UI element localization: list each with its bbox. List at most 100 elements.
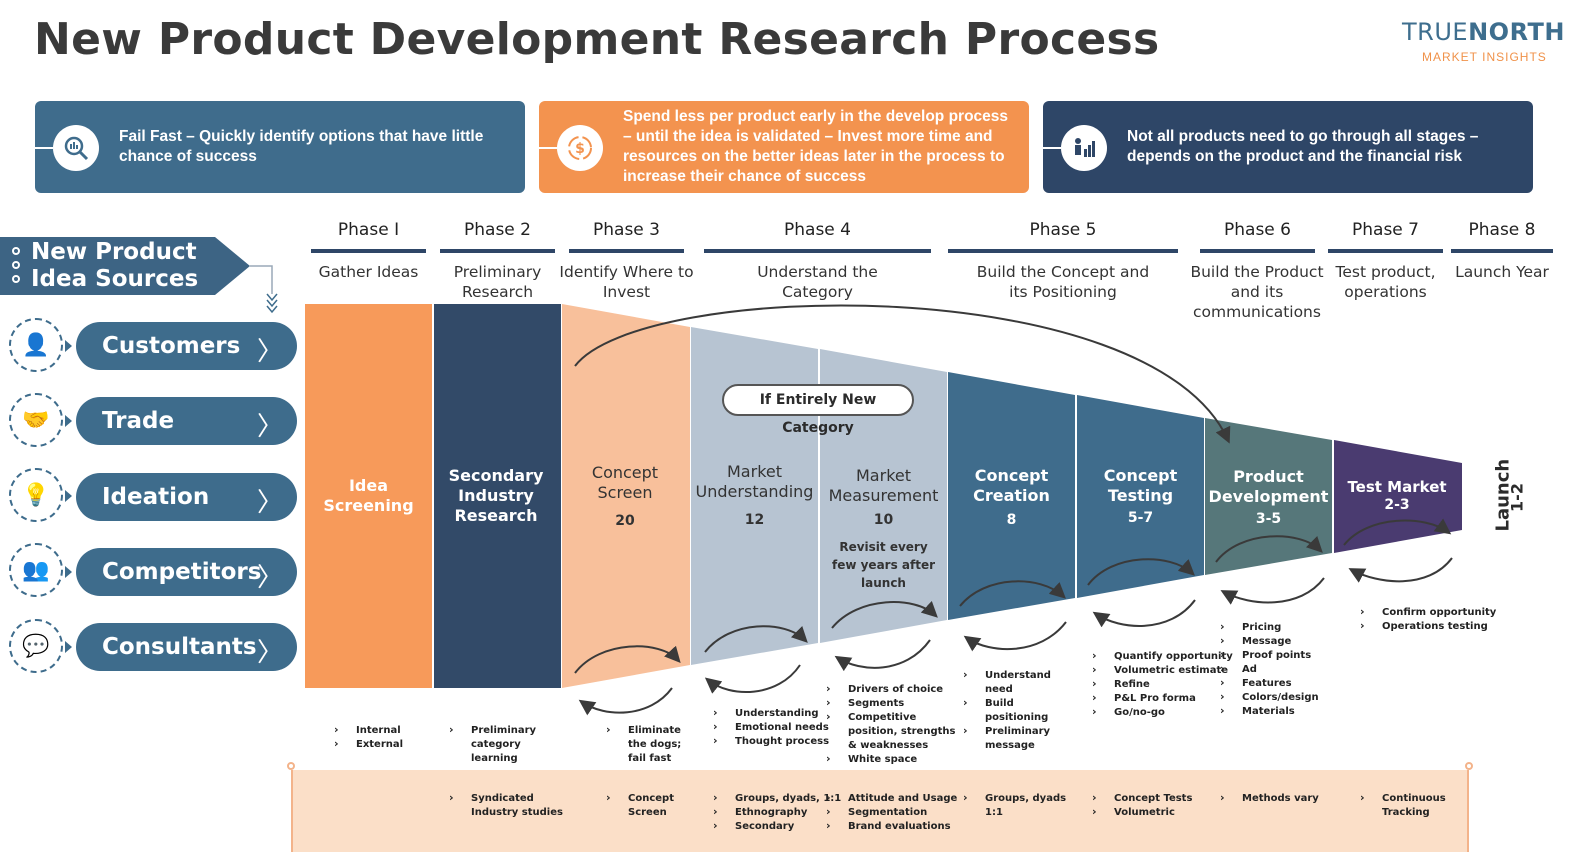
list-item: Volumetric xyxy=(1092,805,1192,820)
people-group-icon: 👥 xyxy=(9,543,63,597)
list-item: Emotional needs xyxy=(713,720,829,735)
source-label: Trade xyxy=(102,408,175,434)
stage-count: 10 xyxy=(873,512,894,528)
list-item: position, strengths xyxy=(848,726,956,737)
logo-subtitle: MARKET INSIGHTS xyxy=(1422,50,1547,64)
banner-spend-less: $ Spend less per product early in the de… xyxy=(539,101,1029,193)
list-item: Industry studies xyxy=(471,807,563,818)
list-item: White space xyxy=(826,752,955,767)
phase-divider xyxy=(948,249,1178,253)
list-item: learning xyxy=(471,753,518,764)
source-consultants[interactable]: Consultants〉 xyxy=(76,623,297,671)
consultant-icon: 💬 xyxy=(9,619,63,673)
phase-7-label: Phase 7 xyxy=(1352,220,1419,240)
stage-concept-testing xyxy=(1077,395,1204,598)
stage-name: Test Market xyxy=(1347,478,1447,496)
handshake-icon: 🤝 xyxy=(9,393,63,447)
phase-6-label: Phase 6 xyxy=(1224,220,1291,240)
methods-list-5: Attitude and Usage Segmentation Brand ev… xyxy=(826,791,957,834)
methods-list-2: Syndicated Industry studies xyxy=(449,791,563,820)
logo-part1: TRUE xyxy=(1402,18,1469,46)
objectives-list-8: Pricing Message Proof points Ad Features… xyxy=(1220,620,1319,719)
methods-list-3: Concept Screen xyxy=(606,791,674,820)
phase-5-desc: Build the Concept and its Positioning xyxy=(976,263,1150,301)
source-ideation[interactable]: Ideation〉 xyxy=(76,473,297,521)
lightbulb-gear-icon: 💡 xyxy=(9,468,63,522)
bullet-icon xyxy=(12,275,20,283)
list-item: Build xyxy=(963,696,1051,711)
objectives-list-3: Eliminate the dogs; fail fast xyxy=(606,723,681,766)
stage-count: 12 xyxy=(744,512,765,528)
source-competitors[interactable]: Competitors〉 xyxy=(76,548,297,596)
stage-label: Secondary Industry Research xyxy=(440,466,552,526)
stage-name: Secondary Industry Research xyxy=(448,466,544,525)
chevron-right-icon: 〉 xyxy=(256,412,283,442)
launch-count: 1-2 xyxy=(1507,483,1527,512)
source-trade[interactable]: Trade 〉 xyxy=(76,397,297,445)
heading-line2: Idea Sources xyxy=(31,266,199,292)
list-item: Screen xyxy=(628,807,667,818)
source-customers[interactable]: Customers 〉 xyxy=(76,322,297,370)
methods-list-4: Groups, dyads, 1:1 Ethnography Secondary xyxy=(713,791,841,834)
stage-count: 3-5 xyxy=(1255,511,1282,527)
list-item: fail fast xyxy=(628,753,672,764)
launch-label: Launch 1-2 xyxy=(1478,459,1530,532)
list-item: Continuous xyxy=(1360,791,1446,806)
list-item: Attitude and Usage xyxy=(826,791,957,806)
pointer-icon xyxy=(65,641,72,653)
objectives-list-7: Quantify opportunity Volumetric estimate… xyxy=(1092,649,1233,720)
list-item: message xyxy=(985,740,1035,751)
phase-5-label: Phase 5 xyxy=(1029,220,1097,240)
phase-2-desc: Preliminary Research xyxy=(453,263,542,301)
chevron-right-icon: 〉 xyxy=(256,638,283,668)
stage-name: Concept Testing xyxy=(1103,466,1178,505)
list-item: Tracking xyxy=(1382,807,1430,818)
stage-count: 5-7 xyxy=(1127,510,1154,526)
band-border xyxy=(1467,770,1469,852)
stage-idea-screening xyxy=(305,304,432,688)
chevron-right-icon: 〉 xyxy=(256,337,283,367)
list-item: Understanding xyxy=(713,706,829,721)
stage-name: Concept Screen xyxy=(591,463,659,502)
list-item: Preliminary xyxy=(449,723,536,738)
phase-4-desc: Understand the Category xyxy=(757,263,878,301)
stage-label: Market Understanding 12 xyxy=(692,462,817,530)
band-marker-icon xyxy=(287,762,295,770)
stage-count: 8 xyxy=(1006,512,1017,528)
list-item: & weaknesses xyxy=(848,740,929,751)
banner-text: Fail Fast – Quickly identify options tha… xyxy=(119,128,484,165)
bullet-icon xyxy=(12,261,20,269)
list-item: Operations testing xyxy=(1360,619,1496,634)
list-item: Go/no-go xyxy=(1092,705,1233,720)
idea-sources-heading: New Product Idea Sources xyxy=(0,237,250,295)
stage-label: Idea Screening xyxy=(305,476,432,516)
methods-list-9: Continuous Tracking xyxy=(1360,791,1446,820)
list-item: Syndicated xyxy=(449,791,563,806)
phase-1-desc: Gather Ideas xyxy=(318,263,419,281)
phase-divider xyxy=(569,249,684,253)
phase-8-desc: Launch Year xyxy=(1455,263,1549,281)
stage-market-measurement xyxy=(820,349,947,643)
list-item: Volumetric estimate xyxy=(1092,663,1233,678)
stage-name: Idea Screening xyxy=(323,476,414,515)
stage-secondary-research xyxy=(434,304,561,688)
stage-name: Market Understanding xyxy=(695,462,814,501)
objectives-list-2: Preliminary category learning xyxy=(449,723,536,766)
list-item: Groups, dyads xyxy=(963,791,1066,806)
phase-divider xyxy=(1328,249,1443,253)
list-item: Brand evaluations xyxy=(826,819,957,834)
objectives-list-6: Understand need Build positioning Prelim… xyxy=(963,668,1051,753)
list-item: Pricing xyxy=(1220,620,1319,635)
list-item: Secondary xyxy=(713,819,841,834)
list-item: Preliminary xyxy=(963,724,1051,739)
source-label: Customers xyxy=(102,333,241,359)
objectives-list-1: Internal External xyxy=(334,723,403,752)
stage-concept-screen xyxy=(562,304,690,688)
list-item: Methods vary xyxy=(1220,791,1319,806)
new-category-badge: If Entirely New Category xyxy=(722,384,914,436)
band-border xyxy=(291,770,293,852)
objectives-list-4: Understanding Emotional needs Thought pr… xyxy=(713,706,829,749)
